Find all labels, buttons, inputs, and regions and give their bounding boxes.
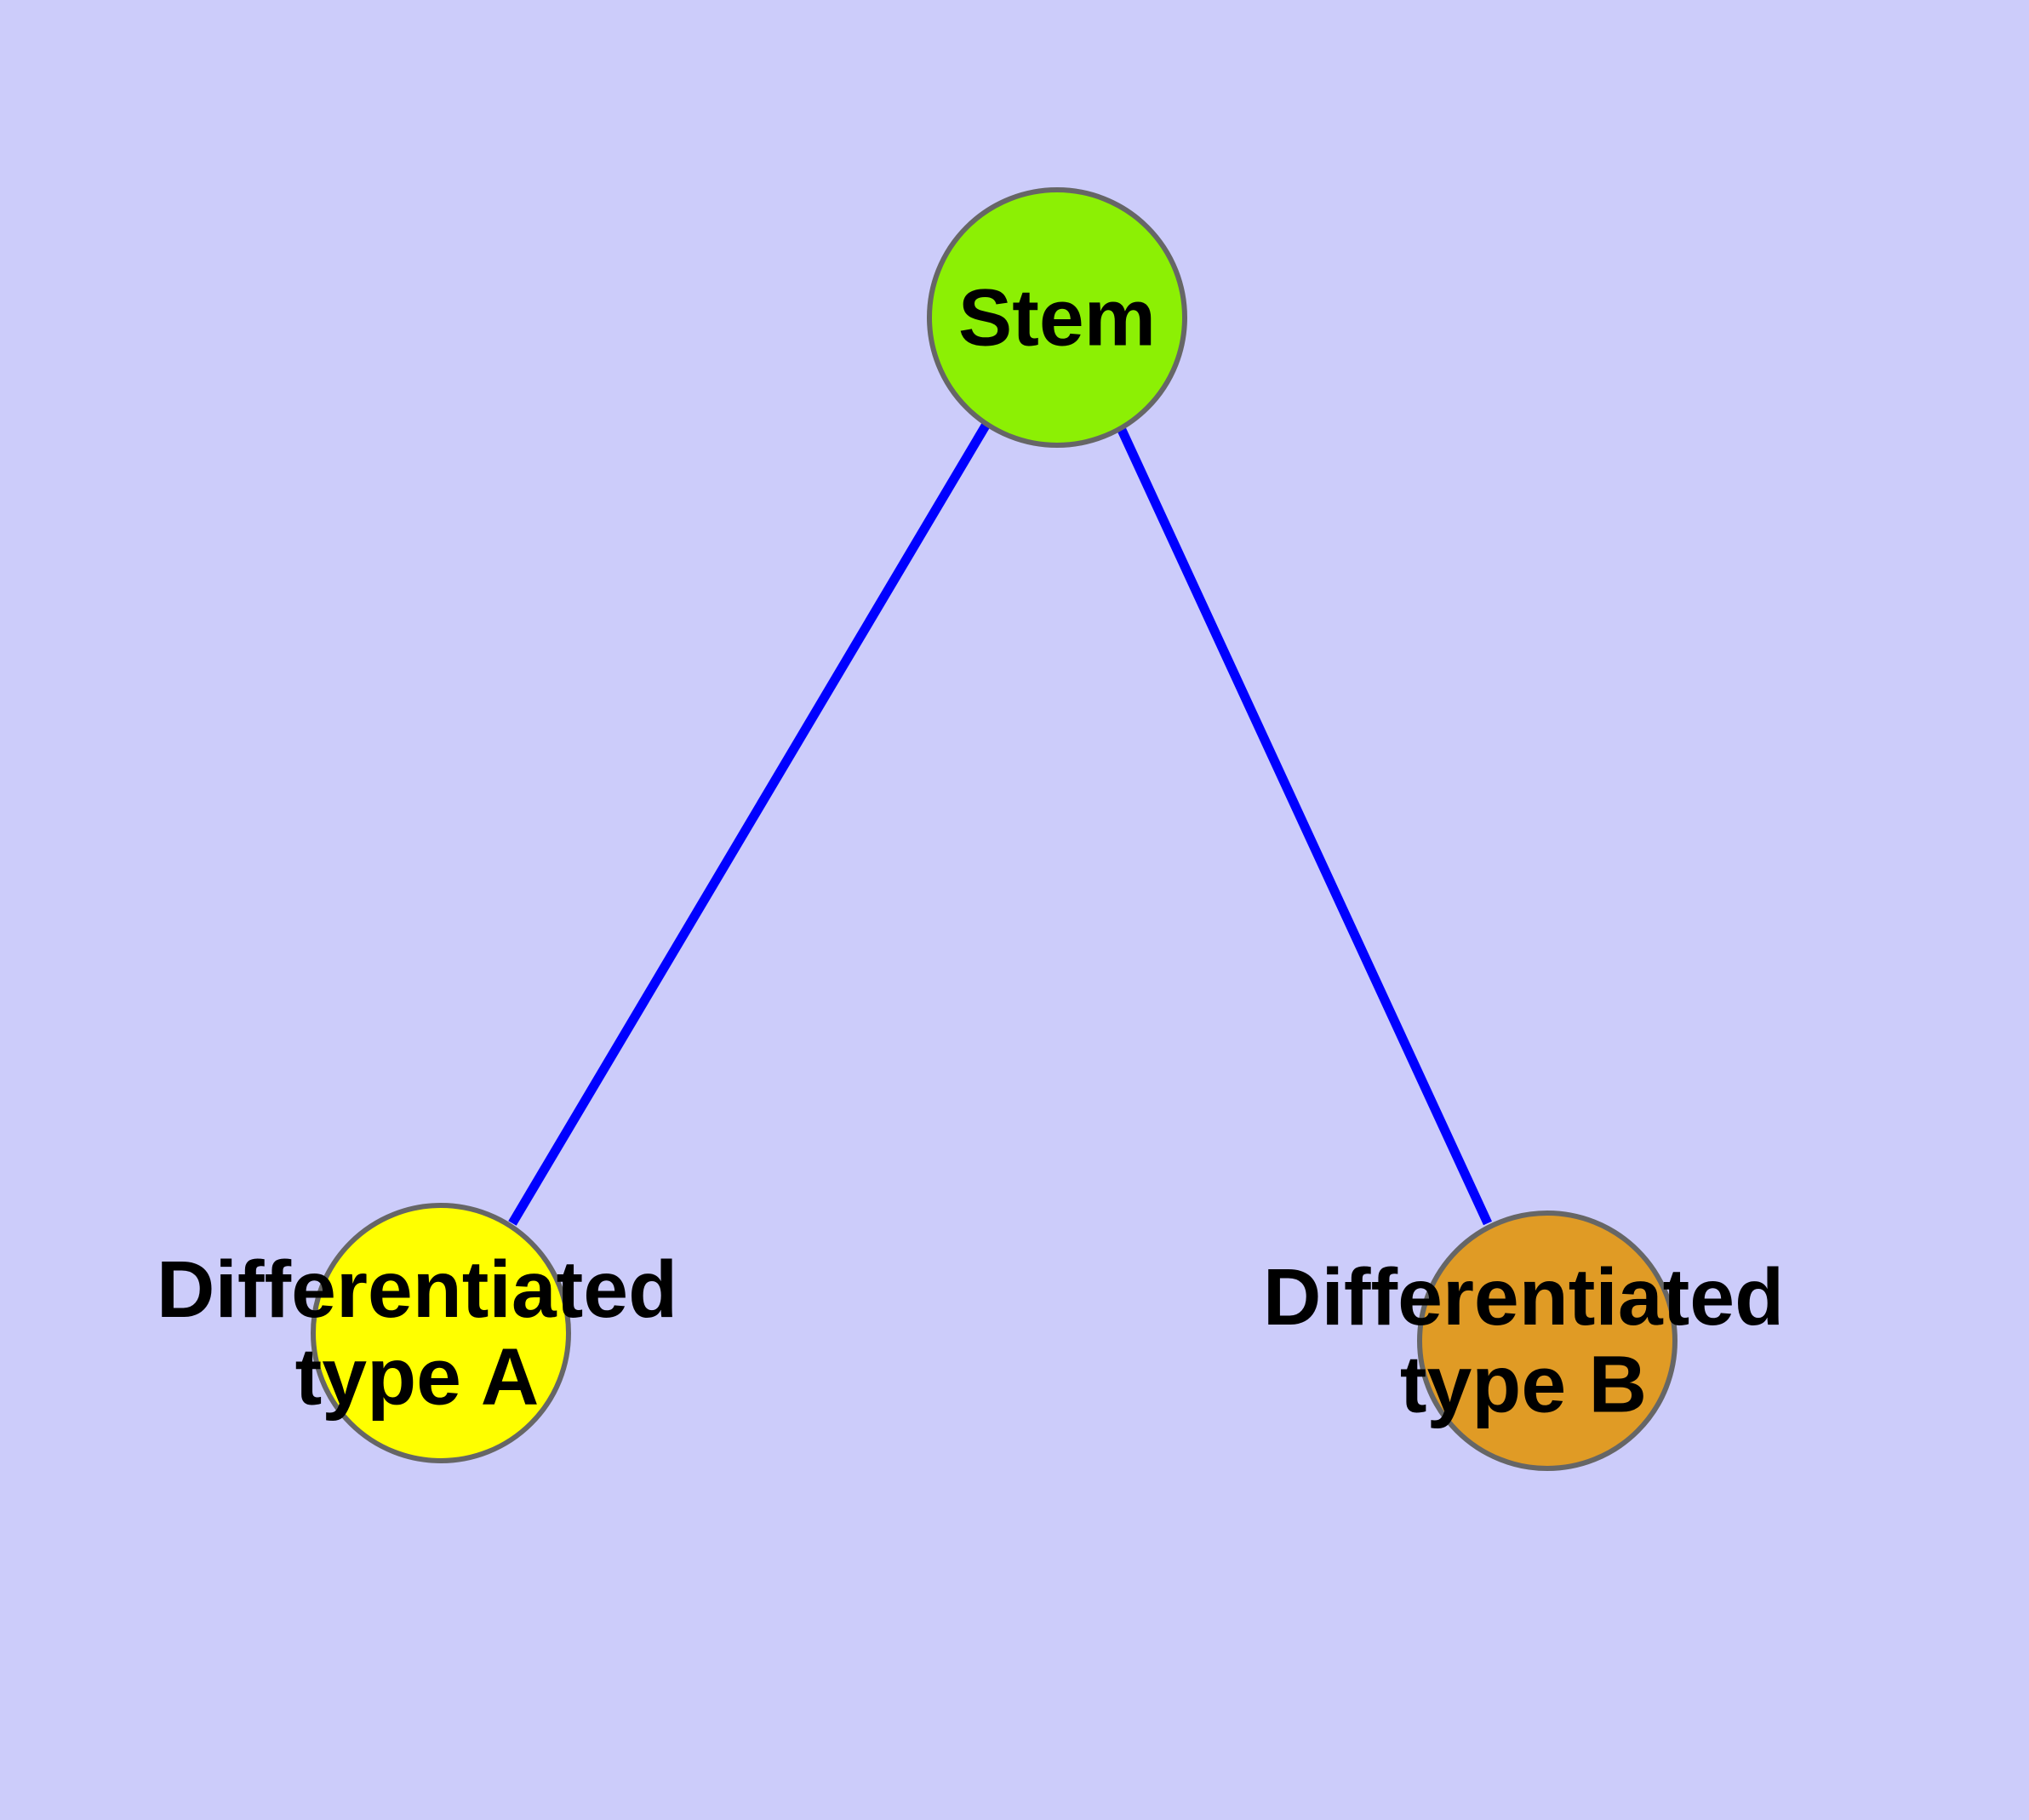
- differentiated-type-a-node-circle[interactable]: [311, 1203, 571, 1463]
- node-stem[interactable]: Stem: [927, 187, 1187, 448]
- edge-group: [508, 423, 1492, 1226]
- stem-node-circle[interactable]: [927, 187, 1187, 448]
- edge-stem-to-differentiated-type-a[interactable]: [508, 423, 990, 1226]
- differentiated-type-b-node-circle[interactable]: [1417, 1210, 1677, 1471]
- edge-stem-to-differentiated-type-b[interactable]: [1117, 427, 1492, 1226]
- stem-node-label: Stem: [958, 272, 1156, 363]
